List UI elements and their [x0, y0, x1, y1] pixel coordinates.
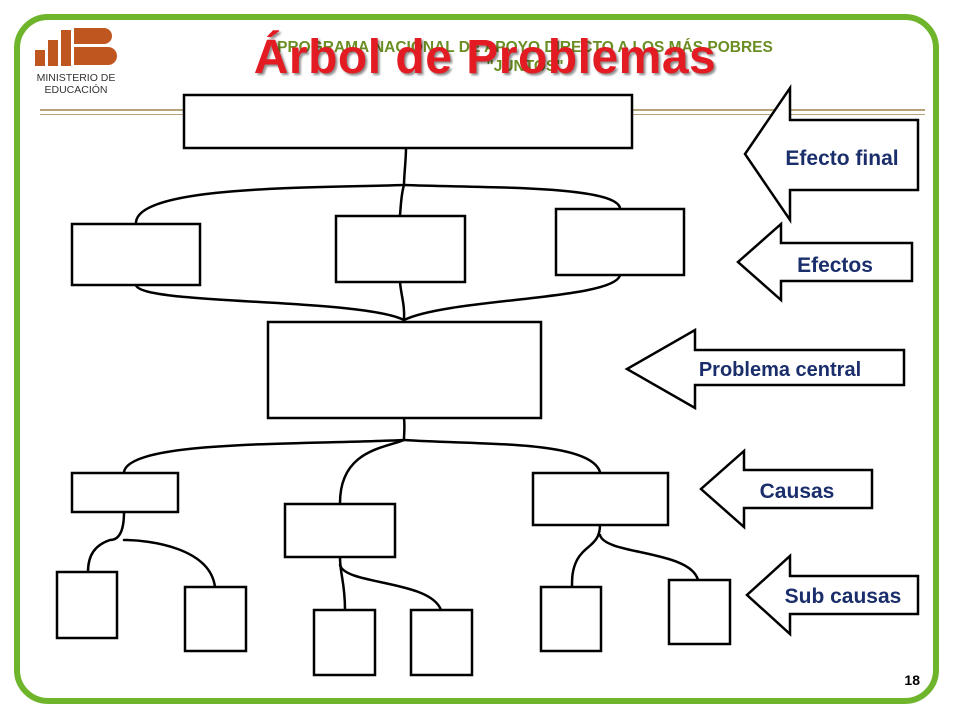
subcause-box-5 — [539, 585, 603, 653]
arrow-efecto-final-icon — [743, 83, 920, 225]
subcause-box-2 — [183, 585, 248, 653]
connector-effect-left — [134, 183, 406, 224]
subcause-box-1 — [55, 570, 119, 640]
arrow-efectos-icon — [736, 221, 914, 303]
arrow-labels: Efecto final Efectos Problema central Ca… — [699, 147, 902, 608]
page-number: 18 — [904, 672, 920, 688]
connector-cause-left — [122, 438, 406, 474]
program-title-line1: PROGRAMA NACIONAL DE APOYO DIRECTO A LOS… — [277, 39, 773, 56]
ministry-name: MINISTERIO DE EDUCACIÓN — [28, 72, 124, 96]
level-arrows — [624, 83, 920, 637]
arrow-sub-causas-icon — [745, 553, 920, 637]
tree-connectors — [86, 146, 700, 612]
connector-sub-6 — [598, 533, 700, 582]
label-problema-central: Problema central — [699, 359, 861, 381]
label-causas: Causas — [760, 480, 835, 503]
effect-box-left — [70, 222, 202, 287]
program-title-line2: "JUNTOS" — [486, 58, 564, 75]
connector-left-to-central — [134, 283, 406, 322]
arrow-problema-central-icon — [624, 327, 906, 411]
connector-right-to-central — [402, 273, 622, 322]
cause-box-left — [70, 471, 180, 514]
effect-box-right — [554, 207, 686, 277]
connector-middle-to-central — [398, 280, 406, 322]
subcause-box-4 — [409, 608, 474, 677]
connector-sub-3 — [338, 555, 347, 612]
arrow-causas-icon — [699, 448, 874, 530]
label-sub-causas: Sub causas — [785, 585, 902, 608]
label-efectos: Efectos — [797, 254, 873, 277]
connector-sub-1 — [86, 510, 126, 574]
connector-sub-2 — [122, 538, 217, 589]
connector-effect-middle — [398, 183, 406, 217]
cause-box-middle — [283, 502, 397, 559]
label-efecto-final: Efecto final — [785, 147, 898, 170]
ministry-logo-icon — [35, 28, 117, 66]
connector-sub-4 — [338, 563, 443, 612]
connector-effect-right — [402, 183, 622, 210]
cause-box-right — [531, 471, 670, 527]
ministry-name-line1: MINISTERIO DE — [36, 72, 116, 84]
subcause-box-6 — [667, 578, 732, 646]
connector-cause-right — [402, 438, 602, 474]
slide-frame — [14, 14, 939, 704]
ministry-logo: MINISTERIO DE EDUCACIÓN — [28, 22, 128, 102]
subcause-box-3 — [312, 608, 377, 677]
tree-boxes — [55, 93, 732, 677]
page-title: Árbol de Problemas — [253, 31, 717, 84]
connector-cause-middle — [338, 438, 406, 505]
final-effect-box — [182, 93, 634, 150]
ministry-name-line2: EDUCACIÓN — [44, 84, 108, 96]
connector-top-stem — [402, 146, 408, 187]
program-title: PROGRAMA NACIONAL DE APOYO DIRECTO A LOS… — [150, 38, 900, 76]
central-problem-box — [266, 320, 543, 420]
effect-box-middle — [334, 214, 467, 284]
connector-sub-5 — [570, 523, 602, 589]
